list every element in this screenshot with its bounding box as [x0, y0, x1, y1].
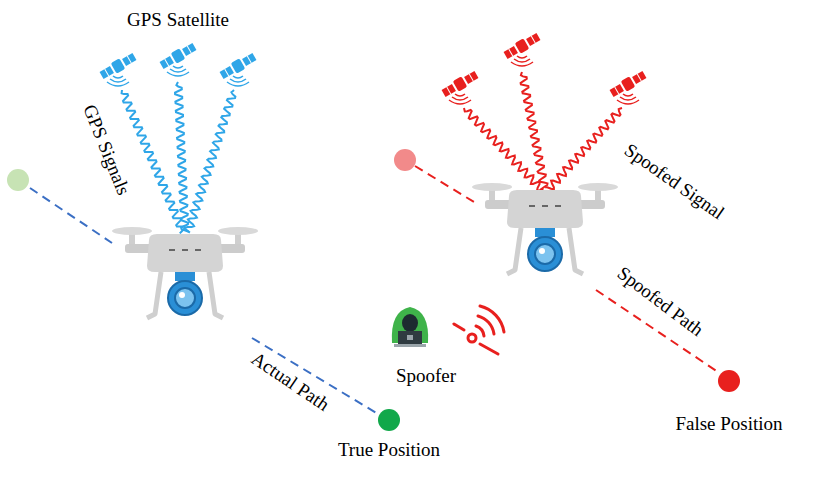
position-marker: True Position — [338, 409, 440, 461]
position-dot — [718, 370, 740, 392]
position-dot — [378, 409, 400, 431]
position-label: True Position — [338, 440, 440, 461]
label: Actual Path — [247, 348, 333, 415]
position-marker: False Position — [675, 370, 782, 435]
position-label: False Position — [675, 414, 782, 435]
label: GPS Satellite — [127, 10, 229, 31]
signal-wave — [521, 72, 548, 191]
label: Spoofer — [396, 366, 456, 387]
label: Spoofed Path — [613, 263, 707, 341]
signal-wave — [185, 90, 235, 233]
signal-wave — [545, 108, 622, 189]
label: Spoofed Signal — [620, 140, 728, 224]
signal-wave — [175, 82, 189, 232]
label: GPS Signals — [78, 102, 133, 198]
